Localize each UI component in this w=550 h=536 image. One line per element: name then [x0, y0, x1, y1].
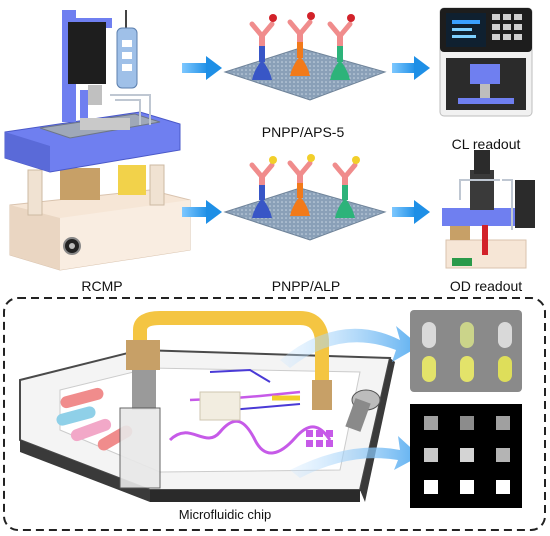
- cl-readout-instrument: [439, 7, 533, 117]
- label-pnpp-aps5: PNPP/APS-5: [261, 124, 345, 140]
- label-cl-readout: CL readout: [451, 136, 521, 152]
- remote-control-icon: [116, 10, 138, 89]
- right-arrow-icon: [392, 56, 430, 80]
- label-od-readout: OD readout: [449, 278, 523, 294]
- label-pnpp-alp: PNPP/ALP: [271, 278, 341, 294]
- right-arrow-icon: [182, 56, 222, 80]
- cl-result-panel: [410, 310, 522, 392]
- label-rcmp: RCMP: [81, 278, 123, 294]
- rcmp-device: [4, 10, 191, 271]
- right-arrow-icon: [182, 200, 222, 224]
- od-readout-instrument: [442, 150, 535, 269]
- microfluidic-panel-border: [3, 297, 546, 531]
- assay-pad-alp: [223, 154, 387, 241]
- right-arrow-icon: [392, 200, 430, 224]
- assay-pad-aps5: [223, 12, 387, 101]
- microfluidic-chip: [19, 311, 420, 502]
- label-microfluidic-chip: Microfluidic chip: [178, 507, 272, 522]
- od-result-panel: [410, 404, 522, 508]
